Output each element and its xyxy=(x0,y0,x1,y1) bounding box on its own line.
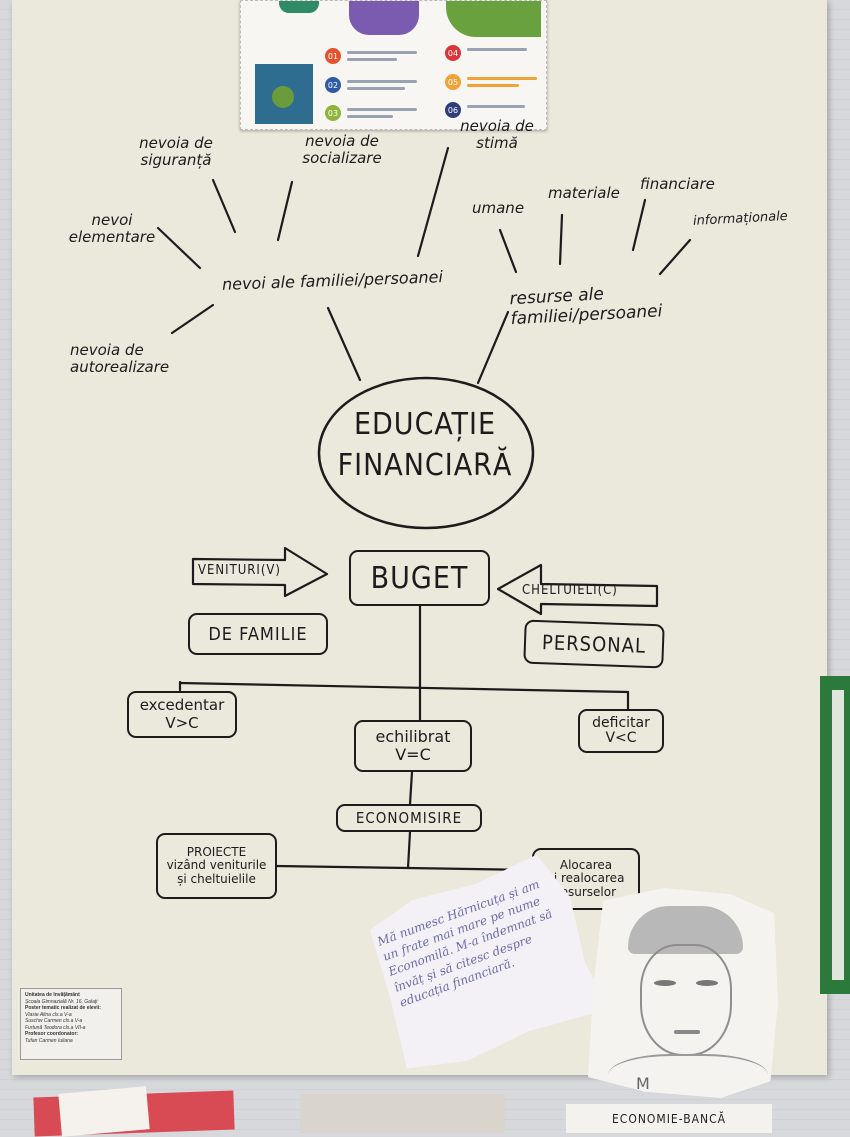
need-self-actualization: nevoia de autorealizare xyxy=(70,341,170,377)
credits-line-2: Școala Gimnazială Nr. 16, Galați xyxy=(25,998,98,1005)
credits-line-7: Profesor coordonator: xyxy=(25,1031,79,1037)
bottom-label-card: ECONOMIE-BANCĂ xyxy=(566,1104,772,1133)
projects-box: PROIECTE vizând veniturile și cheltuieli… xyxy=(156,833,277,899)
flyer-number-06: 06 xyxy=(445,102,461,118)
resource-human: umane xyxy=(472,199,525,217)
credits-card: Unitatea de învățământ Școala Gimnazială… xyxy=(20,988,122,1060)
balanced-box: echilibrat V=C xyxy=(354,720,472,772)
flyer-number-01: 01 xyxy=(325,48,341,64)
flyer-number-05: 05 xyxy=(445,74,461,90)
need-safety: nevoia de siguranță xyxy=(139,134,213,170)
main-title: EDUCAȚIE FINANCIARĂ xyxy=(337,407,513,483)
credits-line-4: Vlasie Alina cls.a V-a xyxy=(25,1011,72,1018)
flyer-illustration xyxy=(349,1,419,35)
need-elementary: nevoi elementare xyxy=(68,211,156,247)
flyer-number-04: 04 xyxy=(445,45,461,61)
flyer-illustration-right xyxy=(446,1,541,37)
need-socializing: nevoia de socializare xyxy=(302,132,382,168)
surplus-box: excedentar V>C xyxy=(127,691,237,738)
credits-line-3: Poster tematic realizat de elevii: xyxy=(25,1005,101,1011)
resource-material: materiale xyxy=(548,184,620,202)
expense-arrow-label: CHELTUIELI(C) xyxy=(522,583,618,598)
family-budget-box: DE FAMILIE xyxy=(188,613,328,655)
credits-line-1: Unitatea de învățământ xyxy=(25,992,80,998)
resources-center-label: resurse ale familiei/persoanei xyxy=(509,284,663,329)
savings-box: ECONOMISIRE xyxy=(336,804,482,832)
budget-box: BUGET xyxy=(349,550,490,606)
resource-financial: financiare xyxy=(640,175,715,193)
credits-line-5: Suschw Carmen cls.a V-a xyxy=(25,1018,83,1024)
credits-line-6: Furtună Teodora cls.a VII-a xyxy=(25,1024,86,1031)
flyer-number-03: 03 xyxy=(325,105,341,121)
drawing-signature: M xyxy=(636,1074,650,1093)
pencil-portrait-drawing: M xyxy=(588,888,778,1098)
flyer-book-cover xyxy=(255,64,313,124)
personal-budget-box: PERSONAL xyxy=(523,619,665,669)
bottom-gray-paper xyxy=(300,1094,505,1133)
credits-line-8: Tufan Carmen Iuliana xyxy=(25,1037,73,1044)
deficit-box: deficitar V<C xyxy=(578,709,664,753)
neighbor-poster-frame xyxy=(820,676,850,994)
need-esteem: nevoia de stimă xyxy=(460,117,534,153)
bottom-paper-note xyxy=(58,1086,150,1137)
flyer-illustration-left xyxy=(279,1,319,13)
income-arrow-label: VENITURI(V) xyxy=(198,563,281,578)
bottom-label-text: ECONOMIE-BANCĂ xyxy=(611,1111,726,1126)
flyer-number-02: 02 xyxy=(325,77,341,93)
info-flyer: 01 02 03 04 05 06 xyxy=(240,0,547,130)
